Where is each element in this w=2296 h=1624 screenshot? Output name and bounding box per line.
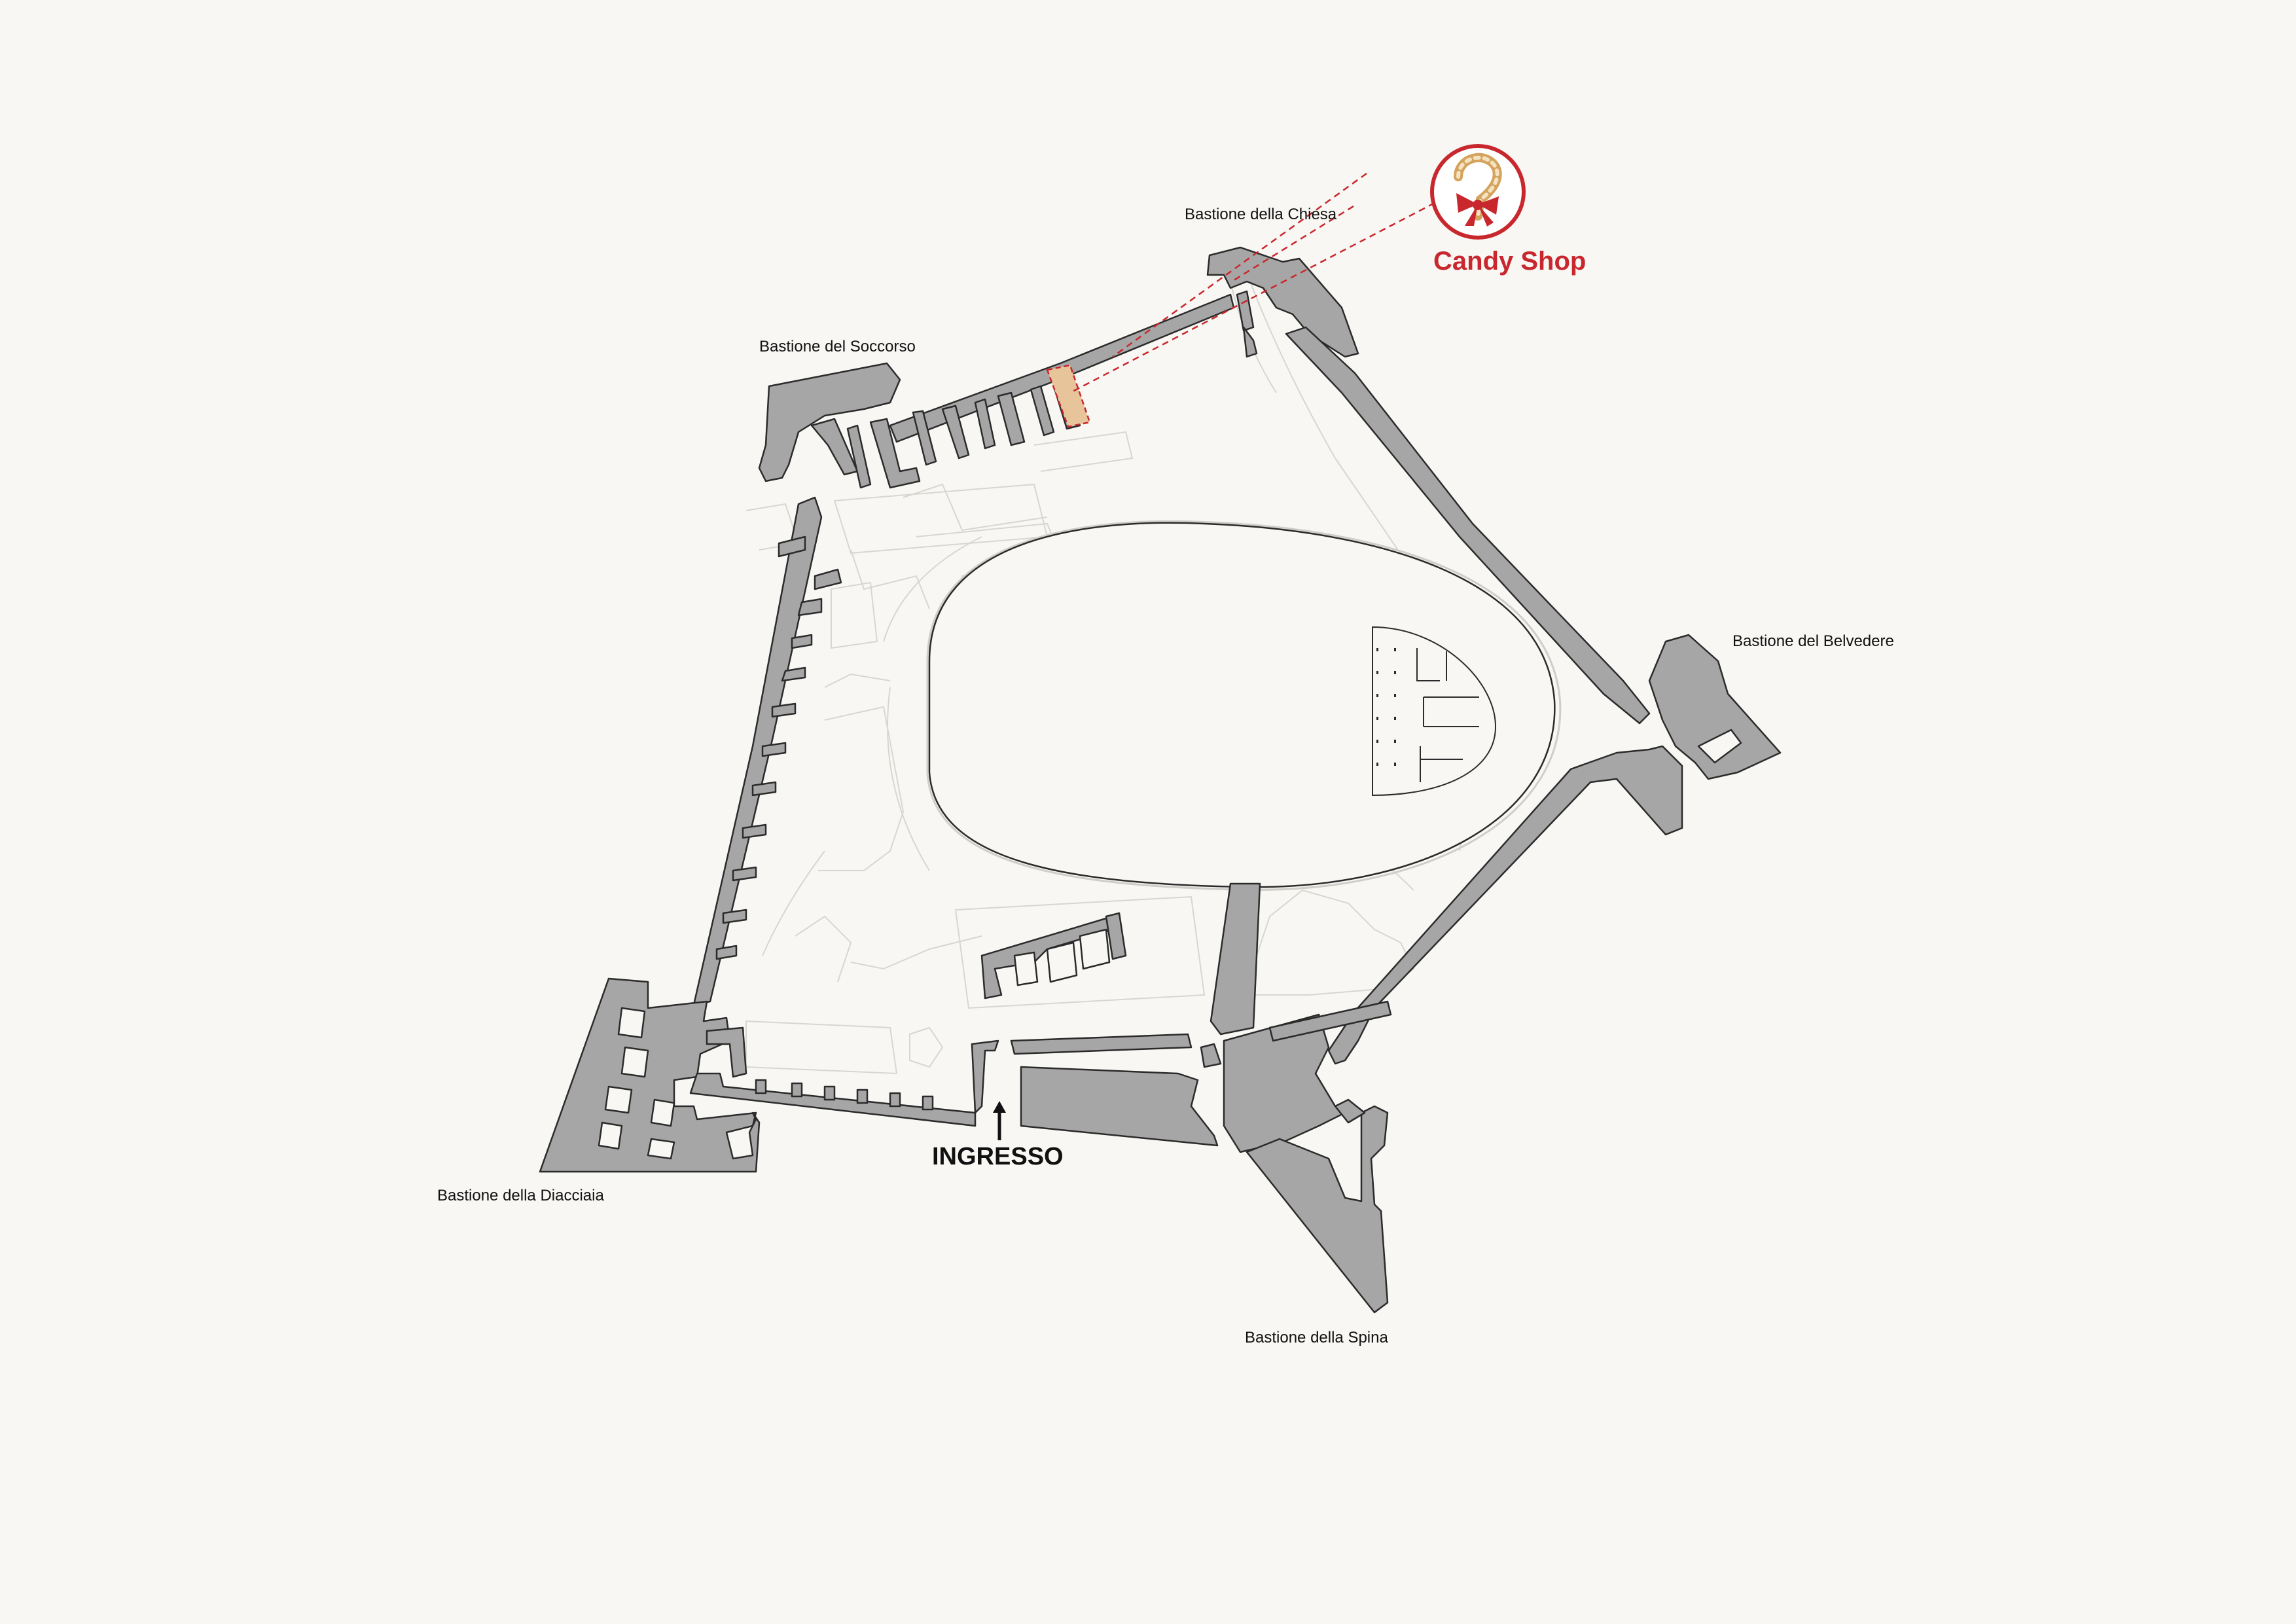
candy-cane-icon (1454, 153, 1502, 221)
bastione-soccorso-label: Bastione del Soccorso (759, 338, 916, 355)
candy-shop-badge[interactable] (1430, 144, 1526, 240)
poi-leader-lines (1069, 172, 1435, 394)
bastione-chiesa-label: Bastione della Chiesa (1185, 206, 1337, 223)
bastione-spina-label: Bastione della Spina (1245, 1329, 1388, 1346)
fortress-walls (539, 246, 1782, 1314)
interior-ground-lines (745, 281, 1470, 1075)
grandstand-seats (1376, 648, 1396, 766)
candy-shop-location-highlight[interactable] (1046, 364, 1091, 428)
entrance-label: INGRESSO (932, 1143, 1064, 1170)
entrance-marker[interactable]: INGRESSO (932, 1101, 1064, 1170)
central-oval-arena (926, 520, 1562, 891)
grandstand-structure (1372, 626, 1497, 797)
bastione-diacciaia-label: Bastione della Diacciaia (437, 1187, 604, 1204)
ribbon-bow-icon (1456, 193, 1499, 226)
entrance-arrowhead-icon (993, 1101, 1006, 1113)
candy-shop-label[interactable]: Candy Shop (1433, 247, 1586, 276)
bastione-belvedere-label: Bastione del Belvedere (1732, 632, 1894, 650)
